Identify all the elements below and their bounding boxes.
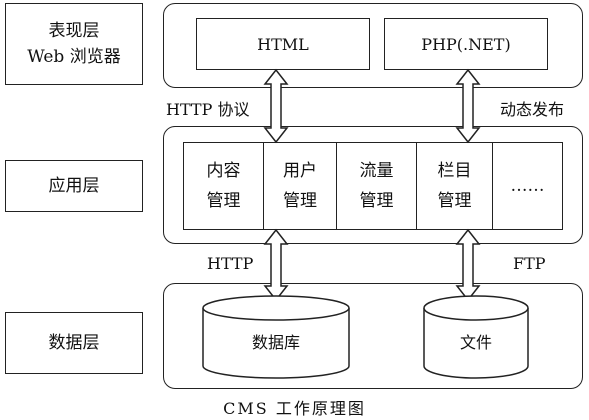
database-cylinder-icon xyxy=(202,295,350,379)
module-label-line1: …… xyxy=(510,176,545,196)
module-label-line1: 用户 xyxy=(283,161,317,181)
presentation-layer-subtitle: Web 浏览器 xyxy=(27,47,121,67)
data-layer-title: 数据层 xyxy=(48,333,100,353)
application-layer-label: 应用层 xyxy=(5,160,143,212)
presentation-layer-title: 表现层 xyxy=(48,21,100,41)
module-traffic-management: 流量 管理 xyxy=(337,143,417,229)
database-label: 数据库 xyxy=(251,333,300,352)
module-label-line2: 管理 xyxy=(359,191,394,211)
php-box-label: PHP(.NET) xyxy=(421,34,511,54)
file-cylinder-icon xyxy=(423,295,529,379)
double-arrow-http-protocol xyxy=(263,68,289,144)
diagram-caption: CMS 工作原理图 xyxy=(223,399,366,418)
http-protocol-label: HTTP 协议 xyxy=(166,100,250,119)
ftp-label: FTP xyxy=(513,254,546,273)
html-box: HTML xyxy=(196,18,370,70)
double-arrow-dynamic-publish xyxy=(455,68,481,144)
module-column-management: 栏目 管理 xyxy=(417,143,493,229)
html-box-label: HTML xyxy=(257,34,309,54)
presentation-layer-label: 表现层 Web 浏览器 xyxy=(5,3,143,85)
double-arrow-ftp xyxy=(455,228,481,302)
module-content-management: 内容 管理 xyxy=(184,143,264,229)
http-label: HTTP xyxy=(207,254,254,273)
module-label-line1: 流量 xyxy=(359,161,394,181)
module-label-line2: 管理 xyxy=(437,191,472,211)
file-label: 文件 xyxy=(459,333,492,352)
data-layer-label: 数据层 xyxy=(5,312,143,374)
module-label-line1: 栏目 xyxy=(437,161,472,181)
module-label-line1: 内容 xyxy=(206,161,241,181)
module-row: 内容 管理 用户 管理 流量 管理 栏目 管理 …… xyxy=(183,142,563,230)
module-label-line2: 管理 xyxy=(206,191,241,211)
dynamic-publish-label: 动态发布 xyxy=(500,100,565,119)
module-user-management: 用户 管理 xyxy=(264,143,337,229)
module-label-line2: 管理 xyxy=(283,191,317,211)
double-arrow-http xyxy=(263,228,289,302)
module-more: …… xyxy=(493,143,562,229)
application-layer-title: 应用层 xyxy=(48,176,100,196)
php-box: PHP(.NET) xyxy=(384,18,548,70)
